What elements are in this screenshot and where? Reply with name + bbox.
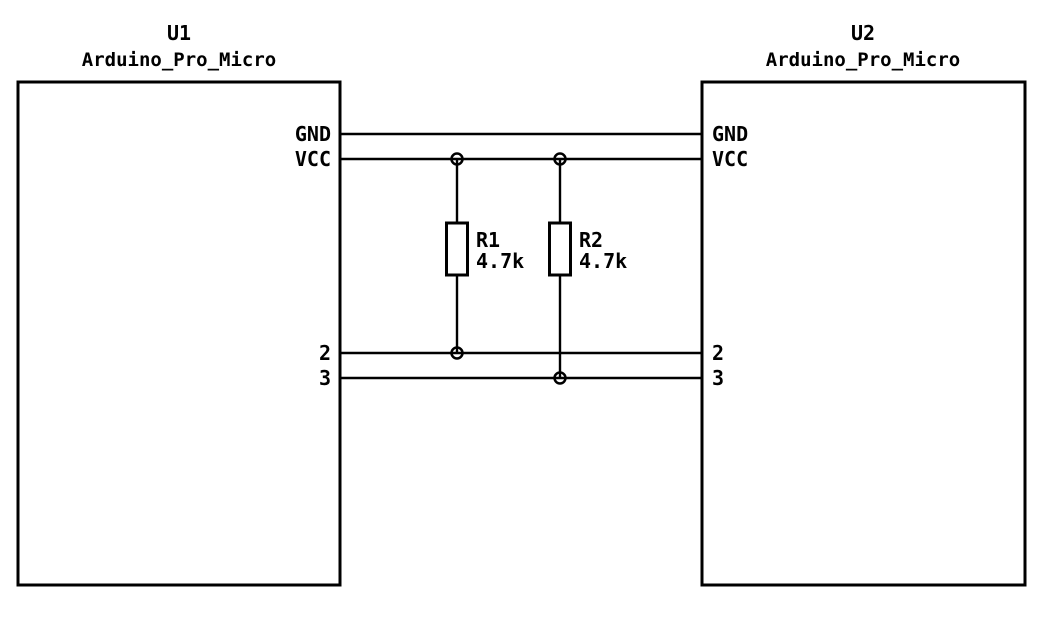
u2-value-label: Arduino_Pro_Micro bbox=[766, 49, 960, 71]
u1-body bbox=[16, 80, 342, 587]
r1-value-label: 4.7k bbox=[476, 249, 524, 273]
r2-body bbox=[548, 221, 572, 277]
component-u1: U1 Arduino_Pro_Micro GND VCC 2 3 bbox=[16, 21, 342, 587]
u2-pin-vcc-label: VCC bbox=[712, 147, 748, 171]
u1-value-label: Arduino_Pro_Micro bbox=[82, 49, 276, 71]
u2-pin-gnd-label: GND bbox=[712, 122, 748, 146]
junction-line2-r1 bbox=[450, 346, 464, 360]
component-r2: R2 4.7k bbox=[548, 159, 627, 378]
u1-pin-vcc-label: VCC bbox=[295, 147, 331, 171]
u2-pin-3-label: 3 bbox=[712, 366, 724, 390]
r1-ref-label: R1 bbox=[476, 228, 500, 252]
r2-value-label: 4.7k bbox=[579, 249, 627, 273]
u1-ref-label: U1 bbox=[167, 21, 191, 45]
u2-ref-label: U2 bbox=[851, 21, 875, 45]
r2-ref-label: R2 bbox=[579, 228, 603, 252]
junction-vcc-r2 bbox=[553, 152, 567, 166]
r1-body bbox=[445, 221, 469, 277]
component-r1: R1 4.7k bbox=[445, 159, 524, 353]
u1-pin-3-label: 3 bbox=[319, 366, 331, 390]
junction-vcc-r1 bbox=[450, 152, 464, 166]
u1-pin-2-label: 2 bbox=[319, 341, 331, 365]
junction-line3-r2 bbox=[553, 371, 567, 385]
component-u2: U2 Arduino_Pro_Micro GND VCC 2 3 bbox=[700, 21, 1027, 587]
u2-pin-2-label: 2 bbox=[712, 341, 724, 365]
u2-body bbox=[700, 80, 1027, 587]
u1-pin-gnd-label: GND bbox=[295, 122, 331, 146]
